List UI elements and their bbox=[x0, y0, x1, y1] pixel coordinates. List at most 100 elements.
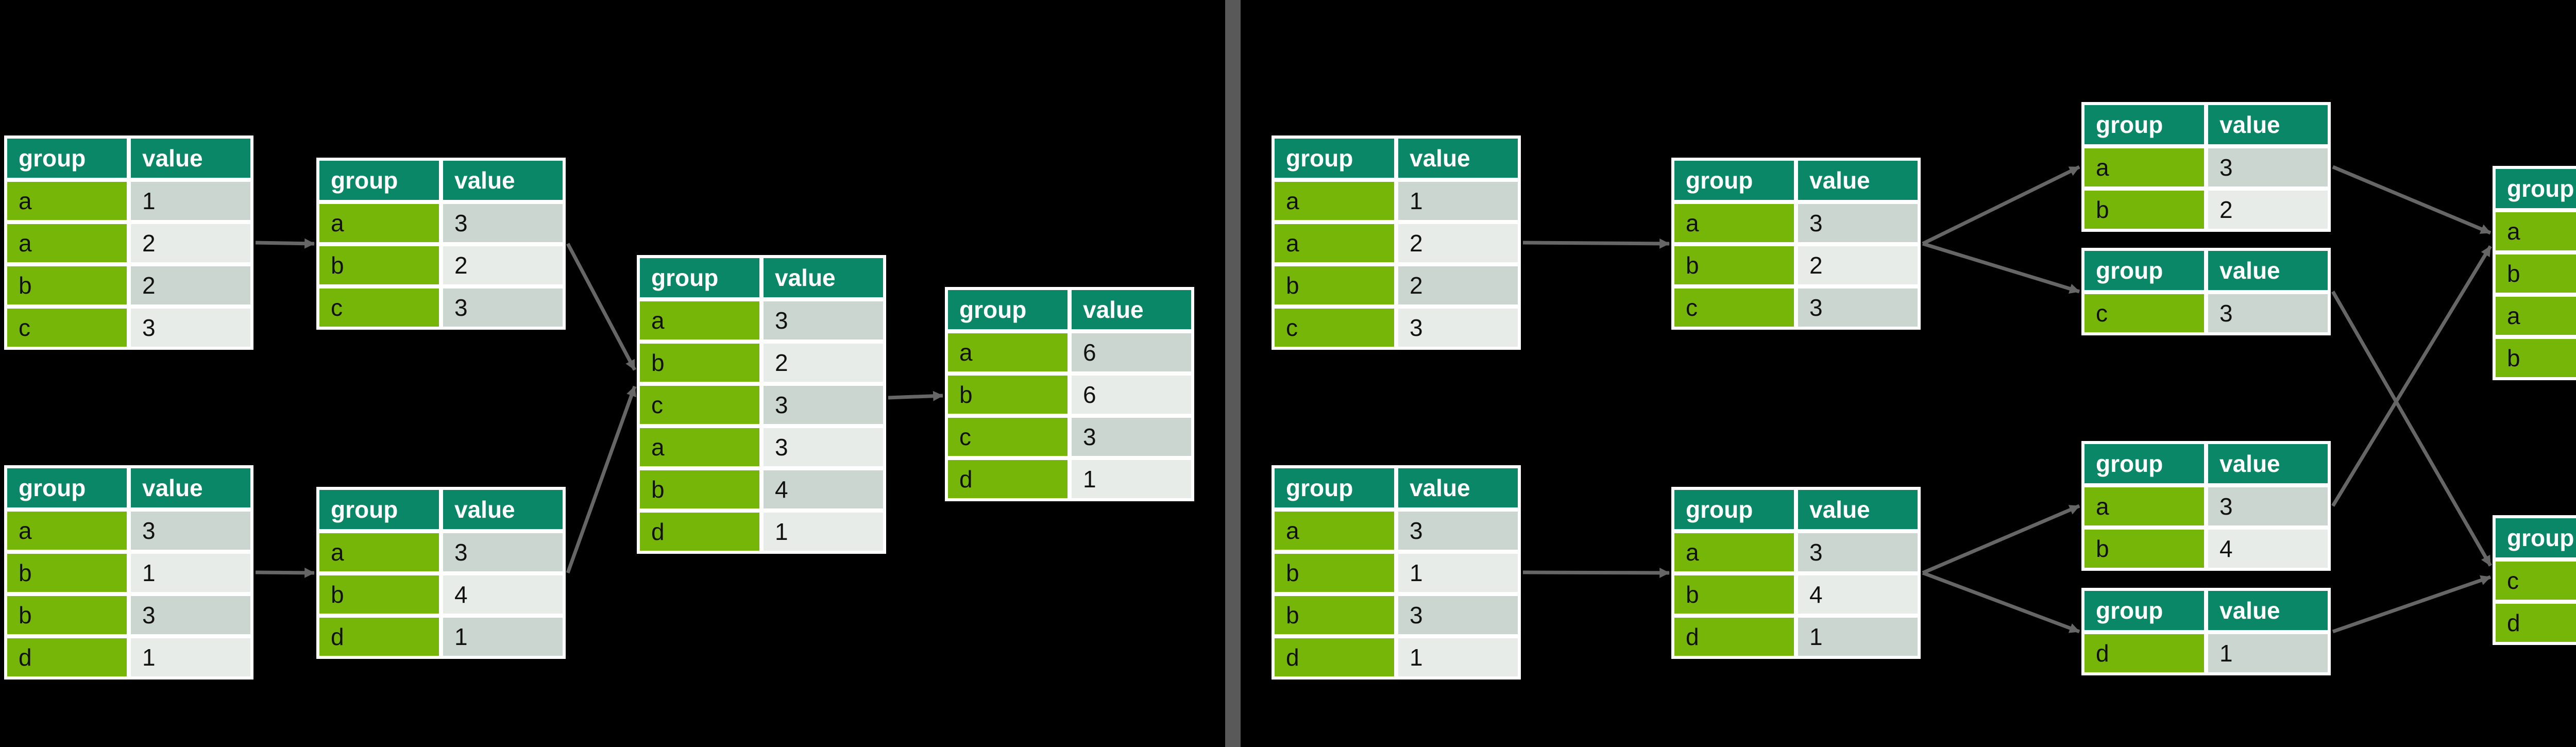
column-header-group: group bbox=[2084, 251, 2204, 290]
column-header-group: group bbox=[2084, 105, 2204, 144]
group-cell: b bbox=[1674, 575, 1794, 614]
value-cell: 1 bbox=[1072, 460, 1191, 498]
value-cell: 3 bbox=[1798, 533, 1918, 571]
value-cell: 4 bbox=[443, 575, 563, 614]
value-cell: 1 bbox=[131, 638, 250, 676]
column-header-value: value bbox=[443, 490, 563, 529]
value-cell: 4 bbox=[2208, 530, 2328, 568]
column-header-value: value bbox=[2208, 251, 2328, 290]
group-cell: b bbox=[640, 344, 759, 382]
arrow-R3b-to-R8 bbox=[2331, 291, 2493, 567]
value-cell: 6 bbox=[1072, 376, 1191, 414]
group-cell: c bbox=[1275, 309, 1394, 347]
arrow-L1-to-L2 bbox=[255, 238, 315, 249]
column-header-group: group bbox=[2084, 591, 2204, 630]
column-header-group: group bbox=[1275, 468, 1394, 507]
group-cell: c bbox=[2084, 294, 2204, 332]
column-header-value: value bbox=[764, 258, 883, 297]
value-cell: 2 bbox=[2208, 191, 2328, 229]
group-cell: a bbox=[2496, 297, 2576, 335]
group-cell: b bbox=[7, 554, 127, 592]
group-cell: b bbox=[2496, 339, 2576, 377]
group-cell: a bbox=[7, 182, 127, 220]
arrow-R4-to-R5 bbox=[1522, 568, 1670, 578]
group-cell: c bbox=[640, 386, 759, 424]
value-cell: 1 bbox=[2208, 634, 2328, 672]
arrow-R1-to-R2 bbox=[1522, 238, 1670, 249]
group-cell: b bbox=[7, 266, 127, 304]
group-cell: d bbox=[1275, 638, 1394, 676]
group-cell: c bbox=[948, 418, 1067, 456]
group-cell: a bbox=[640, 301, 759, 339]
arrow-R3a-to-R7 bbox=[2332, 165, 2492, 235]
column-header-group: group bbox=[640, 258, 759, 297]
value-cell: 6 bbox=[1072, 333, 1191, 371]
group-cell: b bbox=[7, 596, 127, 634]
arrow-R5-to-R6b bbox=[1922, 571, 2080, 634]
column-header-value: value bbox=[1398, 468, 1518, 507]
group-cell: d bbox=[2084, 634, 2204, 672]
value-cell: 2 bbox=[131, 266, 250, 304]
column-header-group: group bbox=[319, 490, 439, 529]
group-cell: b bbox=[2084, 191, 2204, 229]
value-cell: 2 bbox=[1798, 246, 1918, 284]
value-cell: 3 bbox=[443, 533, 563, 571]
column-header-group: group bbox=[7, 468, 127, 507]
group-cell: b bbox=[1275, 596, 1394, 634]
value-cell: 2 bbox=[1398, 224, 1518, 262]
panel-divider bbox=[1225, 0, 1241, 747]
group-cell: d bbox=[948, 460, 1067, 498]
value-cell: 3 bbox=[764, 428, 883, 466]
column-header-value: value bbox=[2208, 444, 2328, 483]
column-header-value: value bbox=[1798, 490, 1918, 529]
column-header-value: value bbox=[1398, 139, 1518, 178]
value-cell: 3 bbox=[764, 301, 883, 339]
group-cell: b bbox=[1674, 246, 1794, 284]
group-cell: a bbox=[1275, 512, 1394, 550]
value-cell: 3 bbox=[1798, 204, 1918, 242]
group-cell: a bbox=[948, 333, 1067, 371]
value-cell: 3 bbox=[2208, 148, 2328, 186]
arrow-R6b-to-R8 bbox=[2332, 575, 2492, 634]
group-cell: a bbox=[319, 533, 439, 571]
column-header-group: group bbox=[2496, 518, 2576, 557]
column-header-group: group bbox=[2496, 169, 2576, 208]
value-cell: 2 bbox=[131, 224, 250, 262]
group-cell: c bbox=[1674, 288, 1794, 327]
group-cell: b bbox=[319, 575, 439, 614]
group-cell: c bbox=[7, 309, 127, 347]
group-cell: a bbox=[1275, 182, 1394, 220]
column-header-group: group bbox=[319, 161, 439, 200]
group-cell: b bbox=[1275, 554, 1394, 592]
group-cell: b bbox=[948, 376, 1067, 414]
group-cell: d bbox=[319, 618, 439, 656]
value-cell: 1 bbox=[443, 618, 563, 656]
value-cell: 4 bbox=[764, 470, 883, 508]
group-cell: a bbox=[1674, 204, 1794, 242]
value-cell: 3 bbox=[131, 309, 250, 347]
group-cell: b bbox=[1275, 266, 1394, 304]
value-cell: 3 bbox=[1398, 596, 1518, 634]
arrow-L2-to-L5 bbox=[566, 243, 637, 371]
table-R7: groupvaluea3b2a3b4 bbox=[2493, 166, 2576, 380]
group-cell: a bbox=[1674, 533, 1794, 571]
arrow-R5-to-R6a bbox=[1922, 504, 2080, 575]
value-cell: 3 bbox=[2208, 294, 2328, 332]
value-cell: 1 bbox=[1398, 638, 1518, 676]
group-cell: b bbox=[2084, 530, 2204, 568]
value-cell: 2 bbox=[443, 246, 563, 284]
value-cell: 3 bbox=[131, 512, 250, 550]
arrow-R6a-to-R7 bbox=[2331, 245, 2492, 507]
value-cell: 3 bbox=[443, 288, 563, 327]
value-cell: 1 bbox=[764, 513, 883, 551]
value-cell: 1 bbox=[131, 554, 250, 592]
column-header-value: value bbox=[1072, 290, 1191, 329]
